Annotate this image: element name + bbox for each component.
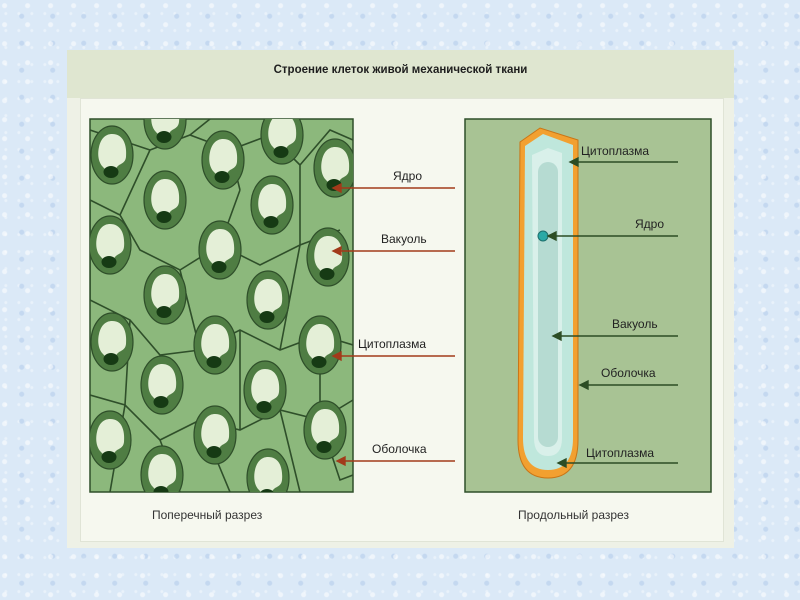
cross-label-nucleus: Ядро bbox=[393, 169, 422, 183]
long-label-wall: Оболочка bbox=[601, 366, 656, 380]
long-label-cytoplasm-top: Цитоплазма bbox=[581, 144, 649, 158]
longitudinal-section-caption: Продольный разрез bbox=[518, 508, 629, 522]
longitudinal-section-figure bbox=[465, 119, 711, 492]
long-label-nucleus: Ядро bbox=[635, 217, 664, 231]
long-label-cytoplasm-bottom: Цитоплазма bbox=[586, 446, 654, 460]
cross-label-wall: Оболочка bbox=[372, 442, 427, 456]
cross-label-vacuole: Вакуоль bbox=[381, 232, 427, 246]
cross-section-caption: Поперечный разрез bbox=[152, 508, 262, 522]
cross-section-figure bbox=[89, 91, 356, 507]
long-label-vacuole: Вакуоль bbox=[612, 317, 658, 331]
cross-label-cytoplasm: Цитоплазма bbox=[358, 337, 426, 351]
